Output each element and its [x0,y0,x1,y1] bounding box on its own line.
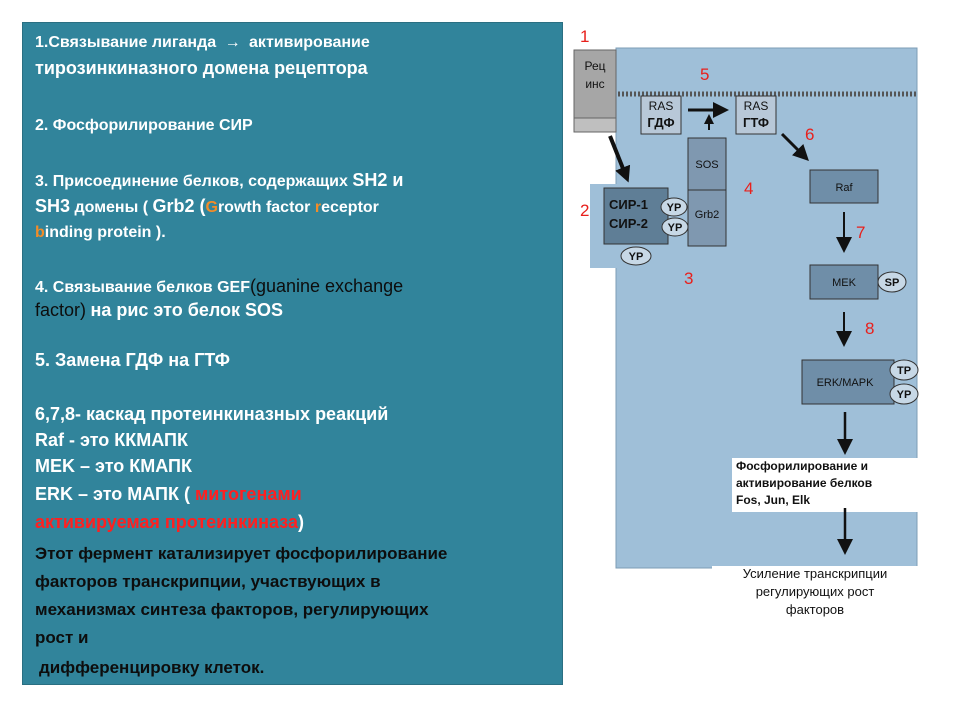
step-2: 2. Фосфорилирование СИР [35,117,253,134]
mek-label: MEK [832,277,857,289]
final-line-2: регулирующих рост [756,584,875,599]
sos-grb2-column: SOS Grb2 [687,137,727,247]
step-number-6: 6 [805,125,814,144]
sir1-label: СИР-1 [609,197,648,212]
domains-text: домены ( [74,199,149,216]
raf-box: Raf [809,169,879,204]
erk-box: ERK/MAPK [801,359,895,405]
sh3-text: SH3 [35,196,71,216]
receptor-text: eceptor [321,199,379,216]
arrow-icon: → [224,34,241,51]
erk-label: ERK/MAPK [817,377,875,389]
raf-label: Raf [835,182,853,194]
step-number-8: 8 [865,319,874,338]
step-6-line-2: Raf - это ККМАПК [35,430,188,450]
phos-line-1: Фосфорилирование и [736,459,868,473]
yp-label-4: YP [897,389,912,401]
step-7-line-4: рост и [35,628,89,647]
yp-label-1: YP [667,202,682,214]
binding-protein-text: inding protein ). [44,224,166,241]
step-7-line-5: дифференцировку клеток. [39,658,265,677]
yp-label-3: YP [629,251,644,263]
step-3-text-a: 3. Присоединение белков, содержащих [35,173,348,190]
ras-gdp-label-1: RAS [649,99,674,113]
ras-gtp-label-1: RAS [744,99,769,113]
step-3-text-b: SH2 и [352,170,404,190]
step-1-line-2: тирозинкиназного домена рецептора [35,58,368,78]
step-3-line-1: 3. Присоединение белков, содержащих SH2 … [35,169,403,192]
step-1-line-1: 1.Связывание лиганда → активирование [35,33,370,53]
step-6-line-5: активируемая протеинкиназа) [35,511,304,534]
sir2-label: СИР-2 [609,216,648,231]
receptor-to-sir-arrow [608,135,631,183]
step-7-line-1: Этот фермент катализирует фосфорилирован… [35,544,448,563]
mek-box: MEK [809,264,879,300]
growth-factor-text: rowth factor [217,199,311,216]
step-4-text-b: (guanine exchange [249,276,404,296]
receptor: Рец инс [573,49,617,133]
ras-to-raf-arrow [780,132,809,161]
final-text-bg [712,566,918,616]
b-highlight: b [35,224,45,241]
step-4-text-a: 4. Связывание белков GEF [35,279,250,296]
grb2-label: Grb2 [695,209,719,221]
step-6-line-3: MEK – это КМАПК [35,456,192,476]
sos-text: на рис это белок SOS [90,300,284,320]
phos-line-2: активирование белков [736,476,872,490]
kinase-text: активируемая протеинкиназа [35,512,299,532]
tp-badge: TP [889,359,919,381]
step-number-5: 5 [700,65,709,84]
step-number-3: 3 [684,269,693,288]
mitogen-text: митогенами [194,484,302,504]
step-number-1: 1 [580,27,589,46]
step-7-line-3: механизмах синтеза факторов, регулирующи… [35,600,429,619]
yp-badge-2: YP [661,217,689,237]
final-line-1: Усиление транскрипции [743,566,888,581]
erk-text: ERK – это МАПК ( [35,484,190,504]
step-5: 5. Замена ГДФ на ГТФ [35,350,230,370]
step-3-line-3: binding protein ). [35,223,166,243]
yp-badge-3: YP [620,246,652,266]
text-panel: 1.Связывание лиганда → активирование тир… [22,22,563,685]
step-number-7: 7 [856,223,865,242]
phos-line-3: Fos, Jun, Elk [736,493,810,507]
step-1-text-b: активирование [249,34,370,51]
yp-badge-1: YP [660,197,688,217]
grb2-text: Grb2 ( [152,196,206,216]
g-highlight: G [205,199,218,216]
step-4-line-2: factor) на рис это белок SOS [35,299,283,322]
yp-label-2: YP [668,222,683,234]
sos-label: SOS [695,159,718,171]
step-number-4: 4 [744,179,753,198]
factor-text: factor) [35,300,87,320]
sp-label: SP [885,277,900,289]
ras-gdp-box: RAS ГДФ [640,95,682,135]
sp-badge: SP [877,271,907,293]
step-7-line-2: факторов транскрипции, участвующих в [35,572,381,591]
ras-gdp-label-2: ГДФ [647,115,674,130]
step-1-text-a: 1.Связывание лиганда [35,34,217,51]
step-4-line-1: 4. Связывание белков GEF(guanine exchang… [35,275,403,298]
receptor-label-1: Рец [584,59,605,73]
ras-gtp-label-2: ГТФ [743,115,769,130]
step-6-line-4: ERK – это МАПК ( митогенами [35,483,302,506]
receptor-label-2: инс [585,77,604,91]
ras-gtp-box: RAS ГТФ [735,95,777,135]
sir-box: СИР-1 СИР-2 [603,187,669,245]
step-6-line-1: 6,7,8- каскад протеинкиназных реакций [35,404,389,424]
phos-text-bg [732,458,918,512]
tp-label: TP [897,365,911,377]
final-line-3: факторов [786,602,844,617]
step-3-line-2: SH3 домены ( Grb2 (Growth factor recepto… [35,195,379,218]
yp-badge-4: YP [889,383,919,405]
r-highlight: r [314,199,322,216]
step-number-2: 2 [580,201,589,220]
close-paren: ) [298,512,305,532]
